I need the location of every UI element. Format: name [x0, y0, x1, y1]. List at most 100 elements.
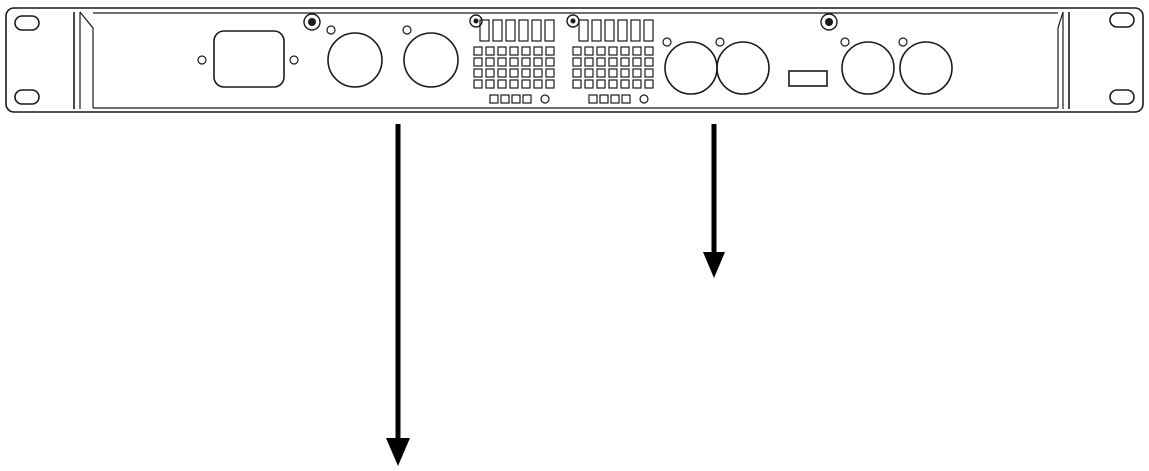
connector-2: [402, 25, 459, 88]
connector-5: [840, 37, 895, 95]
vent-hole: [497, 57, 507, 67]
vent-hole: [620, 46, 630, 56]
vent-hole: [509, 68, 519, 78]
vent-hole: [473, 68, 483, 78]
arrow-long: [386, 124, 410, 466]
ground-screw-1: [303, 13, 321, 31]
vent-hole: [584, 68, 594, 78]
vent-hole: [533, 68, 543, 78]
vent-grille-right: [566, 14, 654, 104]
vent-slot: [505, 19, 516, 42]
vent-hole: [473, 79, 483, 89]
vent-hole: [485, 68, 495, 78]
vent-hole: [610, 94, 620, 104]
vent-hole: [608, 68, 618, 78]
vent-hole: [596, 79, 606, 89]
vent-slot: [479, 19, 490, 42]
vent-hole: [533, 46, 543, 56]
vent-hole: [596, 57, 606, 67]
vent-hole: [533, 57, 543, 67]
left-ear-bottom-slot: [14, 89, 40, 105]
arrow-short: [703, 124, 725, 278]
vent-slot: [578, 19, 589, 42]
vent-hole: [521, 46, 531, 56]
vent-hole: [572, 46, 582, 56]
vent-hole: [572, 57, 582, 67]
indicator-led: [639, 94, 649, 104]
vent-hole: [644, 57, 654, 67]
vent-hole: [473, 57, 483, 67]
vent-hole: [632, 79, 642, 89]
vent-hole: [500, 94, 510, 104]
vent-slot: [518, 19, 529, 42]
vent-hole: [584, 79, 594, 89]
vent-slot: [591, 19, 602, 42]
vent-hole: [497, 68, 507, 78]
vent-hole: [473, 46, 483, 56]
vent-hole: [596, 46, 606, 56]
vent-hole: [545, 57, 555, 67]
right-ear-bottom-slot: [1109, 89, 1135, 105]
vent-hole: [632, 68, 642, 78]
ground-screw-2: [820, 13, 838, 31]
vent-hole: [632, 46, 642, 56]
vent-hole: [608, 79, 618, 89]
vent-hole: [509, 79, 519, 89]
vent-hole: [632, 57, 642, 67]
vent-hole: [644, 79, 654, 89]
vent-hole: [511, 94, 521, 104]
vent-hole: [584, 46, 594, 56]
vent-hole: [509, 46, 519, 56]
vent-hole: [620, 68, 630, 78]
vent-hole: [620, 57, 630, 67]
vent-hole: [599, 94, 609, 104]
vent-hole: [522, 94, 532, 104]
right-ear-top-slot: [1109, 12, 1135, 28]
right-rack-ear: [1057, 11, 1135, 109]
vent-grille-left: [469, 14, 555, 104]
vent-hole: [608, 46, 618, 56]
connector-1: [326, 25, 383, 88]
vent-slot: [544, 19, 555, 42]
vent-hole: [489, 94, 499, 104]
vent-hole: [521, 79, 531, 89]
connector-4: [715, 37, 770, 95]
iec-power-inlet: [197, 30, 299, 88]
vent-hole: [521, 68, 531, 78]
vent-hole: [584, 57, 594, 67]
vent-hole: [620, 79, 630, 89]
vent-hole: [644, 68, 654, 78]
vent-hole: [521, 57, 531, 67]
vent-slot: [643, 19, 654, 42]
vent-hole: [588, 94, 598, 104]
left-rack-ear: [14, 11, 94, 109]
vent-hole: [509, 57, 519, 67]
vent-slot: [604, 19, 615, 42]
vent-slot: [492, 19, 503, 42]
vent-hole: [621, 94, 631, 104]
connector-3: [662, 37, 718, 95]
vent-hole: [572, 79, 582, 89]
vent-hole: [572, 68, 582, 78]
vent-hole: [596, 68, 606, 78]
connector-6: [898, 37, 953, 95]
vent-hole: [545, 46, 555, 56]
vent-hole: [533, 79, 543, 89]
vent-slot: [531, 19, 542, 42]
vent-hole: [545, 79, 555, 89]
vent-hole: [497, 79, 507, 89]
vent-hole: [545, 68, 555, 78]
vent-slot: [617, 19, 628, 42]
vent-slot: [630, 19, 641, 42]
vent-hole: [485, 79, 495, 89]
vent-hole: [497, 46, 507, 56]
vent-hole: [485, 57, 495, 67]
usb-port: [788, 70, 828, 87]
rack-chassis: [5, 7, 1144, 113]
vent-hole: [485, 46, 495, 56]
vent-hole: [608, 57, 618, 67]
indicator-led: [540, 94, 550, 104]
vent-hole: [644, 46, 654, 56]
left-ear-top-slot: [14, 15, 40, 31]
